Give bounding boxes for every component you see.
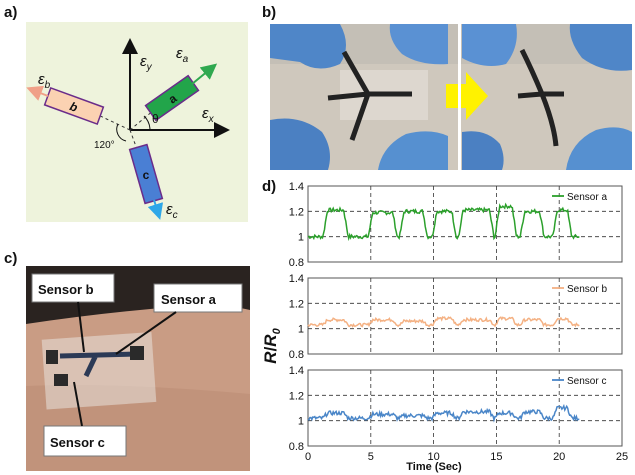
y-tick-label: 1.4	[289, 273, 304, 285]
pointer-c	[73, 381, 83, 427]
x-axis-title: Time (Sec)	[406, 461, 462, 473]
callout-a: Sensor a	[161, 292, 217, 307]
legend-label: Sensor c	[567, 376, 606, 387]
svg-text:b: b	[68, 99, 80, 115]
y-tick-label: 0.8	[289, 441, 304, 453]
y-tick-label: 1.2	[289, 390, 304, 402]
tape-patch	[41, 332, 157, 410]
callout-b: Sensor b	[38, 282, 94, 297]
panel-a-diagram: εy εx a εa b εb c εc θ 120°	[26, 22, 248, 222]
glove-right-bottom2	[566, 127, 632, 170]
diagram-background	[26, 22, 248, 222]
panel-c-label: c)	[4, 250, 18, 267]
x-tick-label: 25	[616, 451, 628, 463]
x-tick-label: 10	[427, 451, 439, 463]
ec-label: εc	[166, 201, 178, 221]
glove-right-bottom	[462, 131, 504, 170]
y-tick-label: 1.2	[289, 298, 304, 310]
dashed-a	[129, 109, 155, 131]
ex-label: εx	[202, 105, 215, 125]
glove-left-top	[270, 24, 346, 69]
x-tick-label: 5	[368, 451, 374, 463]
panel-b-label: b)	[262, 4, 277, 21]
legend-label: Sensor a	[567, 192, 607, 203]
series-line	[307, 403, 580, 423]
sensor-right	[517, 48, 564, 147]
callout-box-b	[31, 273, 115, 303]
glove-left-top2	[389, 24, 448, 65]
y-tick-label: 1	[298, 324, 304, 336]
subplot-frame	[307, 369, 623, 447]
callout-box-a	[153, 283, 243, 313]
angle-label-120: 120°	[94, 140, 115, 151]
y-tick-label: 1.4	[289, 365, 304, 377]
sensor-strip	[59, 351, 139, 378]
series-line	[307, 316, 580, 328]
glove-right-top	[462, 24, 517, 66]
subplot-frame	[307, 277, 623, 355]
panel-b-photo	[270, 24, 632, 170]
y-tick-label: 1.4	[289, 181, 304, 193]
y-tick-label: 1.2	[289, 206, 304, 218]
glove-left-bottom2	[378, 131, 448, 170]
theta-label: θ	[152, 112, 159, 126]
series-line	[307, 202, 580, 242]
panel-a-label: a)	[4, 4, 18, 21]
transition-arrow	[446, 72, 488, 120]
y-tick-label: 0.8	[289, 257, 304, 269]
theta-arc	[143, 115, 151, 131]
y-tick-label: 1	[298, 232, 304, 244]
callout-box-c	[43, 425, 127, 457]
sensor-left	[327, 50, 412, 141]
ea-label: εa	[176, 45, 189, 65]
y-axis-title: R/R0	[261, 327, 283, 363]
x-tick-label: 0	[305, 451, 311, 463]
eb-label: εb	[38, 71, 51, 91]
glove-left-bottom	[270, 118, 330, 170]
pointer-b	[77, 301, 85, 353]
x-tick-label: 15	[490, 451, 502, 463]
x-tick-label: 20	[553, 451, 565, 463]
dashed-b	[95, 113, 131, 131]
svg-text:c: c	[143, 168, 150, 182]
pointer-a	[115, 311, 177, 355]
glove-right-top2	[569, 24, 632, 71]
ey-label: εy	[140, 53, 153, 73]
arrow-a	[191, 63, 218, 85]
y-tick-label: 1	[298, 416, 304, 428]
angle-arc-120	[116, 123, 127, 142]
panel-c-photo: Sensor b Sensor a Sensor c	[26, 266, 250, 471]
arrow-b	[26, 85, 49, 101]
callout-c: Sensor c	[50, 435, 105, 450]
legend-label: Sensor b	[567, 284, 607, 295]
panel-d-label: d)	[262, 178, 277, 195]
arrow-c	[147, 199, 164, 220]
y-tick-label: 0.8	[289, 349, 304, 361]
